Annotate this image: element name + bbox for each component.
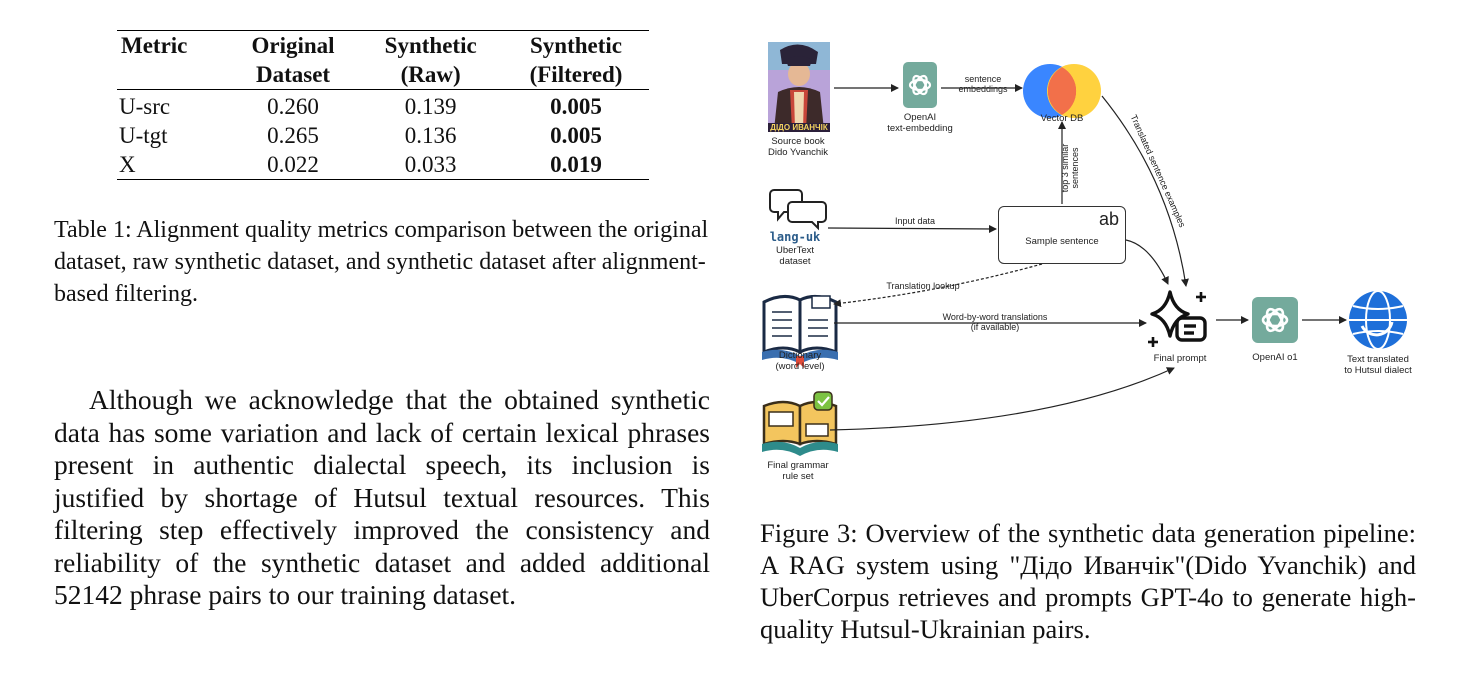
table-cell: 0.265 bbox=[267, 123, 319, 148]
edge-label-word-by-word: Word-by-word translations (if available) bbox=[942, 312, 1048, 332]
table-cell: U-src bbox=[119, 94, 171, 119]
vector-db-label: Vector DB bbox=[1040, 113, 1084, 124]
table-cell: X bbox=[117, 150, 228, 180]
edge-label-top3: top 3 similar sentences bbox=[1060, 143, 1080, 193]
table-header-cell: (Raw) bbox=[358, 60, 504, 90]
metrics-table: Metric Original Synthetic Synthetic Data… bbox=[117, 30, 649, 180]
pipeline-diagram bbox=[762, 42, 1407, 456]
table-row: U-tgt 0.265 0.136 0.005 bbox=[117, 121, 649, 150]
table-header-cell: Metric bbox=[117, 30, 228, 60]
table-cell: 0.022 bbox=[227, 150, 359, 180]
dictionary-icon bbox=[762, 295, 838, 368]
edge-sample-to-prompt bbox=[1125, 239, 1169, 285]
body-paragraph: Although we acknowledge that the obtaine… bbox=[54, 384, 710, 610]
sample-sentence-label: Sample sentence bbox=[1025, 236, 1099, 247]
table-cell: 0.139 bbox=[404, 94, 457, 119]
table-caption: Table 1: Alignment quality metrics compa… bbox=[54, 217, 709, 307]
edge-vectordb-to-prompt bbox=[1101, 95, 1189, 287]
table-cell: 0.260 bbox=[267, 94, 319, 119]
figure-caption: Figure 3: Overview of the synthetic data… bbox=[760, 518, 1416, 644]
table-cell: U-tgt bbox=[119, 123, 168, 148]
openai-o1-icon bbox=[1252, 297, 1298, 343]
ab-text-icon: ab bbox=[1098, 209, 1119, 229]
chat-bubbles-icon bbox=[769, 189, 827, 231]
edge-languk-to-sample bbox=[827, 224, 997, 233]
table-header-cell: (Filtered) bbox=[503, 60, 649, 90]
table-header-cell: Synthetic bbox=[358, 30, 504, 60]
table-header-row: Metric Original Synthetic Synthetic bbox=[117, 30, 649, 60]
globe-icon bbox=[1349, 290, 1407, 350]
grammar-label: Final grammar rule set bbox=[767, 460, 829, 482]
lang-uk-label: lang-uk bbox=[769, 230, 821, 244]
openai-embedding-icon bbox=[903, 62, 937, 108]
table-header-cell: Synthetic bbox=[503, 30, 649, 60]
prompt-sparkle-icon bbox=[1148, 290, 1207, 347]
table-cell: 0.033 bbox=[358, 150, 504, 180]
table-cell: 0.005 bbox=[550, 123, 602, 148]
table-row: U-src 0.260 0.139 0.005 bbox=[117, 90, 649, 122]
vector-db-icon bbox=[1023, 64, 1101, 118]
table-header-cell bbox=[117, 60, 228, 90]
grammar-book-icon bbox=[762, 391, 838, 456]
edge-label-input-data: Input data bbox=[894, 216, 936, 226]
table-header-row: Dataset (Raw) (Filtered) bbox=[117, 60, 649, 90]
pipeline-figure: ДІДО ИВАНЧІК Source book Dido Yvanchik O… bbox=[750, 30, 1450, 500]
sample-sentence-box: ab Sample sentence bbox=[998, 206, 1126, 264]
dictionary-label: Dictionary (word level) bbox=[775, 350, 825, 372]
table-header-cell: Dataset bbox=[227, 60, 359, 90]
output-label: Text translated to Hutsul dialect bbox=[1344, 354, 1412, 376]
final-prompt-label: Final prompt bbox=[1153, 353, 1207, 364]
table-header-cell: Original bbox=[227, 30, 359, 60]
openai-embedding-label: OpenAI text-embedding bbox=[887, 112, 953, 134]
table-cell: 0.019 bbox=[503, 150, 649, 180]
openai-o1-label: OpenAI o1 bbox=[1252, 352, 1298, 363]
ubertext-label: UberText dataset bbox=[775, 245, 814, 267]
book-cover-icon bbox=[768, 42, 830, 132]
edge-label-translation-lookup: Translation lookup bbox=[886, 281, 960, 291]
book-cover-title: ДІДО ИВАНЧІК bbox=[770, 123, 828, 132]
table-cell: 0.005 bbox=[550, 94, 602, 119]
edge-label-sentence-embeddings: sentence embeddings bbox=[958, 74, 1008, 94]
table-cell: 0.136 bbox=[404, 123, 457, 148]
source-book-label: Source book Dido Yvanchik bbox=[767, 136, 829, 158]
table-row: X 0.022 0.033 0.019 bbox=[117, 150, 649, 180]
edge-translation-lookup bbox=[833, 263, 1043, 308]
edge-grammar-to-prompt bbox=[829, 367, 1175, 431]
